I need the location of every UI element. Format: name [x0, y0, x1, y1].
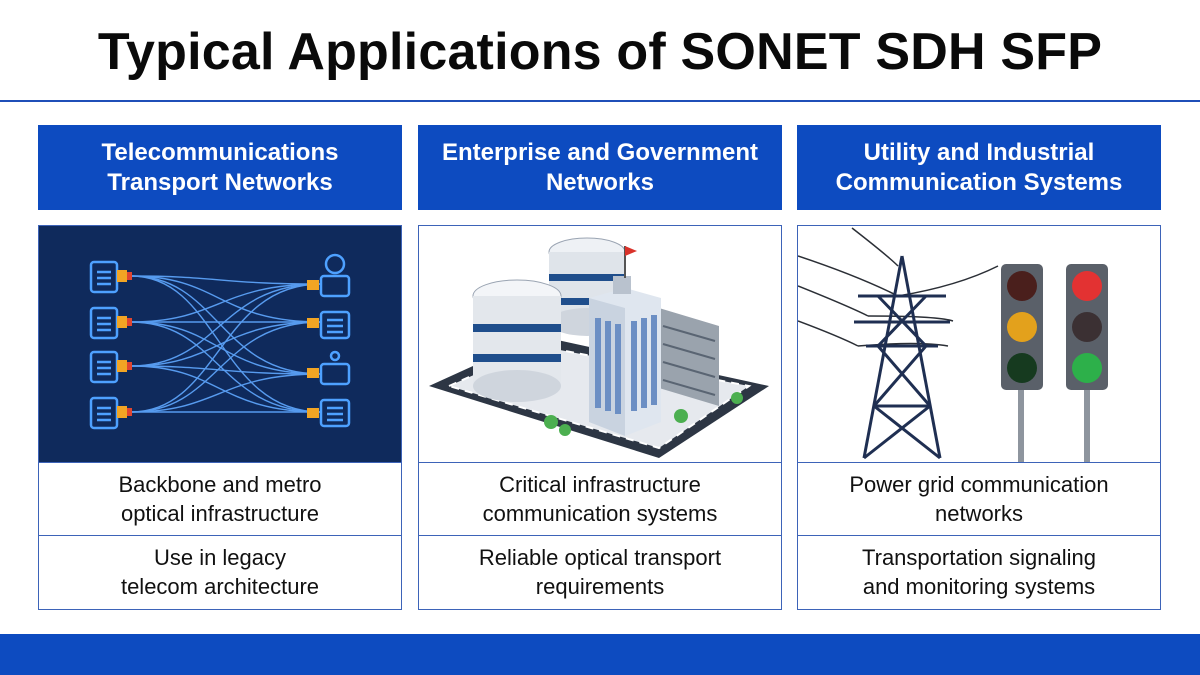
page-title: Typical Applications of SONET SDH SFP [97, 23, 1103, 81]
application-item: Power grid communication networks [849, 472, 1109, 526]
row-divider [419, 462, 781, 463]
column-utility: Utility and Industrial Communication Sys… [797, 125, 1161, 610]
power-tower-traffic-light-icon [798, 226, 1160, 462]
row-divider [419, 535, 781, 536]
application-item: Reliable optical transport requirements [478, 545, 722, 599]
title-divider [0, 100, 1200, 102]
column-header: Enterprise and Government Networks [418, 125, 782, 210]
row-divider [39, 462, 401, 463]
column-card: Critical infrastructure communication sy… [418, 225, 782, 610]
column-telecom: Telecommunications Transport Networks [38, 125, 402, 610]
application-item: Use in legacy telecom architecture [120, 545, 320, 599]
row-divider [39, 535, 401, 536]
column-card: Backbone and metro optical infrastructur… [38, 225, 402, 610]
application-item: Backbone and metro optical infrastructur… [118, 472, 322, 526]
column-card: Power grid communication networks Transp… [797, 225, 1161, 610]
column-header: Utility and Industrial Communication Sys… [797, 125, 1161, 210]
fiber-network-icon [39, 226, 401, 462]
column-header: Telecommunications Transport Networks [38, 125, 402, 210]
application-item: Critical infrastructure communication sy… [482, 472, 718, 526]
application-item: Transportation signaling and monitoring … [862, 545, 1096, 599]
column-enterprise: Enterprise and Government Networks [418, 125, 782, 610]
row-divider [798, 535, 1160, 536]
government-buildings-icon [419, 226, 781, 462]
row-divider [798, 462, 1160, 463]
footer-band [0, 634, 1200, 675]
